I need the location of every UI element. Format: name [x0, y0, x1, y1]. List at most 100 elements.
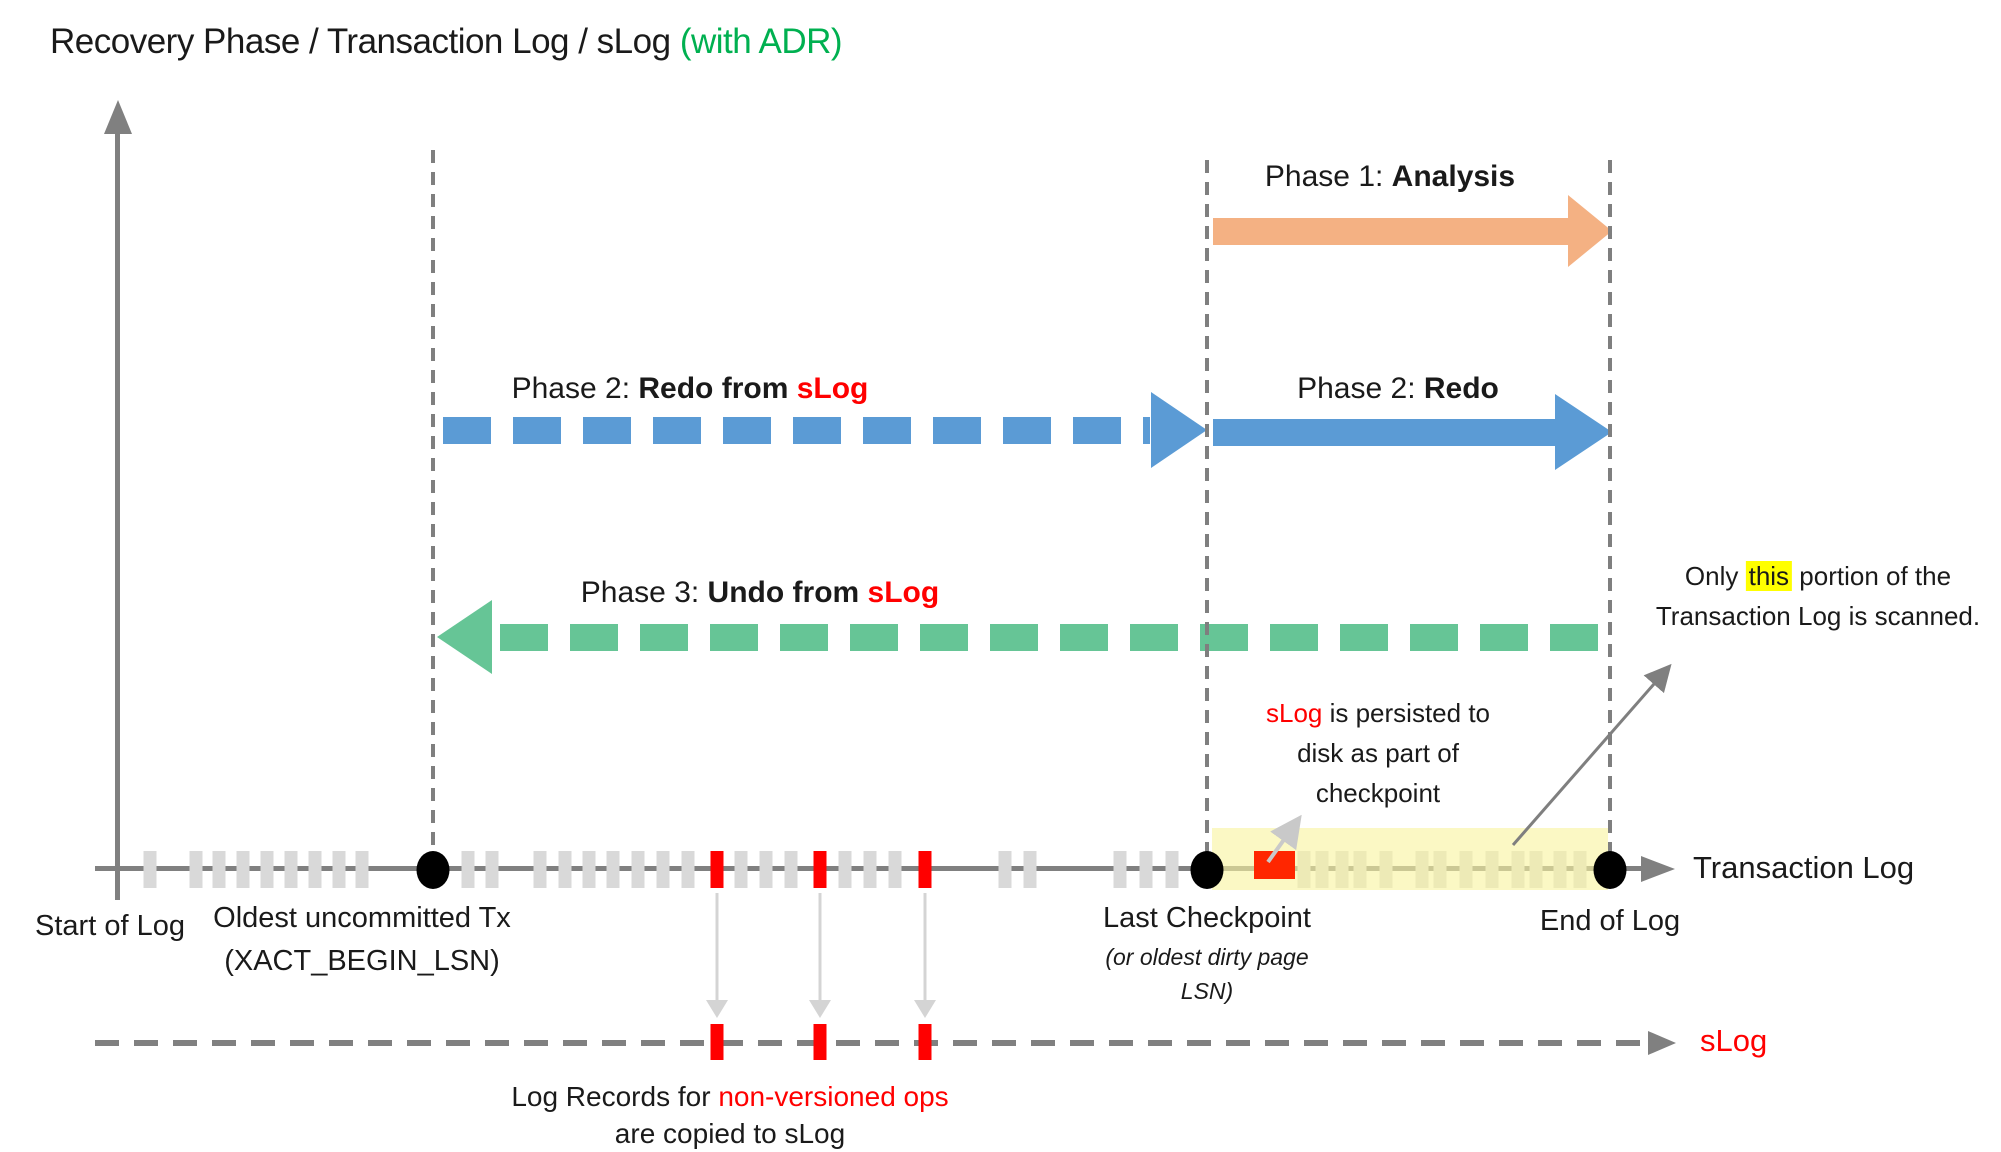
scanned-portion-note-line2: Transaction Log is scanned. — [1655, 601, 1981, 631]
slog-record-tick — [710, 1024, 724, 1060]
slog-persist-note: sLog is persisted to disk as part of che… — [1266, 693, 1490, 813]
scan-note-highlight: this — [1745, 561, 1793, 591]
phase2a-label-name: Redo from — [638, 372, 797, 405]
phase2a-label-prefix: Phase 2: — [511, 372, 639, 405]
scanned-portion-pointer-arrow — [1511, 663, 1672, 846]
log-tick — [1139, 851, 1153, 888]
log-tick — [838, 851, 852, 888]
page-title: Recovery Phase / Transaction Log / sLog … — [50, 22, 843, 62]
log-tick — [143, 851, 157, 888]
phase2b-label-name: Redo — [1423, 372, 1499, 405]
log-tick — [284, 851, 298, 888]
guide-line-last-checkpoint — [1205, 160, 1209, 860]
log-tick — [888, 851, 902, 888]
phase1-arrowhead-icon — [1568, 195, 1612, 267]
log-tick — [558, 851, 572, 888]
log-tick — [212, 851, 226, 888]
slog-persist-note-line1: sLog is persisted to — [1266, 693, 1490, 733]
guide-line-oldest-tx — [431, 150, 435, 866]
phase2-redo-from-slog-label: Phase 2: Redo from sLog — [512, 372, 869, 406]
log-tick — [582, 851, 596, 888]
last-checkpoint-label: Last Checkpoint — [1103, 902, 1311, 934]
phase2a-label-slog: sLog — [796, 372, 869, 405]
checkpoint-sub-line1: (or oldest dirty page — [1105, 944, 1309, 970]
page-title-main: Recovery Phase / Transaction Log / sLog — [50, 22, 680, 61]
oldest-tx-line1: Oldest uncommitted Tx — [213, 902, 511, 934]
phase1-label: Phase 1: Analysis — [1265, 160, 1515, 194]
start-of-log-label: Start of Log — [35, 910, 185, 942]
slog-persist-note-line3: checkpoint — [1315, 778, 1441, 808]
phase2-redo-arrowhead-icon — [1555, 394, 1612, 470]
copy-note-line1: Log Records for non-versioned ops — [511, 1078, 948, 1115]
copy-to-slog-arrow — [923, 893, 927, 1000]
scanned-portion-note: Only this portion of the Transaction Log… — [1656, 556, 1980, 636]
scan-note-suffix: portion of the — [1792, 561, 1952, 591]
log-marker-dot — [1190, 851, 1224, 889]
phase3-arrowhead-icon — [437, 600, 492, 674]
slog-record-tick — [813, 1024, 827, 1060]
log-tick — [1113, 851, 1127, 888]
checkpoint-sub-line2: LSN) — [1180, 978, 1234, 1004]
copy-note: Log Records for non-versioned ops are co… — [511, 1078, 948, 1152]
log-tick — [332, 851, 346, 888]
phase1-analysis-arrow — [1213, 218, 1570, 245]
copy-note-red: non-versioned ops — [718, 1081, 949, 1112]
log-tick — [355, 851, 369, 888]
phase3-label-name: Undo from — [707, 576, 868, 609]
phase2b-label-prefix: Phase 2: — [1297, 372, 1424, 405]
phase2-redo-arrow — [1213, 419, 1555, 446]
scanned-portion-note-line1: Only this portion of the — [1656, 556, 1980, 596]
log-tick — [998, 851, 1012, 888]
log-tick — [656, 851, 670, 888]
page-title-adr: (with ADR) — [679, 22, 843, 61]
copy-to-slog-arrow — [818, 893, 822, 1000]
phase2-redo-from-slog-arrowhead-icon — [1151, 392, 1207, 468]
phase1-label-name: Analysis — [1391, 160, 1516, 193]
end-of-log-label: End of Log — [1539, 905, 1681, 937]
log-tick — [681, 851, 695, 888]
phase3-undo-from-slog-arrow — [500, 624, 1608, 651]
copy-note-line2: are copied to sLog — [614, 1118, 846, 1149]
slog-arrowhead-icon — [1648, 1031, 1676, 1055]
oldest-uncommitted-tx-label: Oldest uncommitted Tx (XACT_BEGIN_LSN) — [213, 897, 511, 983]
log-tick — [734, 851, 748, 888]
non-versioned-op-tick — [710, 851, 724, 888]
phase3-label-slog: sLog — [867, 576, 940, 609]
persist-note-rest: is persisted to — [1322, 698, 1491, 728]
oldest-tx-line2: (XACT_BEGIN_LSN) — [224, 945, 500, 977]
copy-to-slog-arrowhead-icon — [809, 1000, 831, 1018]
non-versioned-op-tick — [918, 851, 932, 888]
phase1-label-prefix: Phase 1: — [1264, 160, 1392, 193]
persist-note-slog: sLog — [1265, 698, 1323, 728]
phase3-label-prefix: Phase 3: — [580, 576, 708, 609]
slog-line — [95, 1040, 1651, 1046]
slog-checkpoint-record — [1254, 851, 1295, 879]
slog-record-tick — [918, 1024, 932, 1060]
scan-note-prefix: Only — [1684, 561, 1746, 591]
log-tick — [606, 851, 620, 888]
transaction-log-label: Transaction Log — [1693, 850, 1915, 885]
log-tick — [784, 851, 798, 888]
last-checkpoint-subnote: (or oldest dirty page LSN) — [1105, 940, 1308, 1008]
phase2-redo-from-slog-arrow — [443, 417, 1150, 444]
log-tick — [533, 851, 547, 888]
non-versioned-op-tick — [813, 851, 827, 888]
vertical-axis-arrowhead-icon — [104, 100, 132, 134]
phase2-redo-label: Phase 2: Redo — [1297, 372, 1499, 406]
copy-note-black: Log Records for — [511, 1081, 719, 1112]
vertical-axis — [115, 132, 120, 900]
log-marker-dot — [1593, 851, 1627, 889]
log-tick — [863, 851, 877, 888]
log-tick — [236, 851, 250, 888]
copy-to-slog-arrowhead-icon — [706, 1000, 728, 1018]
phase3-label: Phase 3: Undo from sLog — [581, 576, 939, 610]
slog-label: sLog — [1700, 1023, 1768, 1058]
log-tick — [1023, 851, 1037, 888]
log-tick — [308, 851, 322, 888]
log-tick — [631, 851, 645, 888]
log-tick — [461, 851, 475, 888]
log-tick — [759, 851, 773, 888]
copy-to-slog-arrow — [715, 893, 719, 1000]
log-tick — [1165, 851, 1179, 888]
transaction-log-arrowhead-icon — [1641, 856, 1675, 882]
